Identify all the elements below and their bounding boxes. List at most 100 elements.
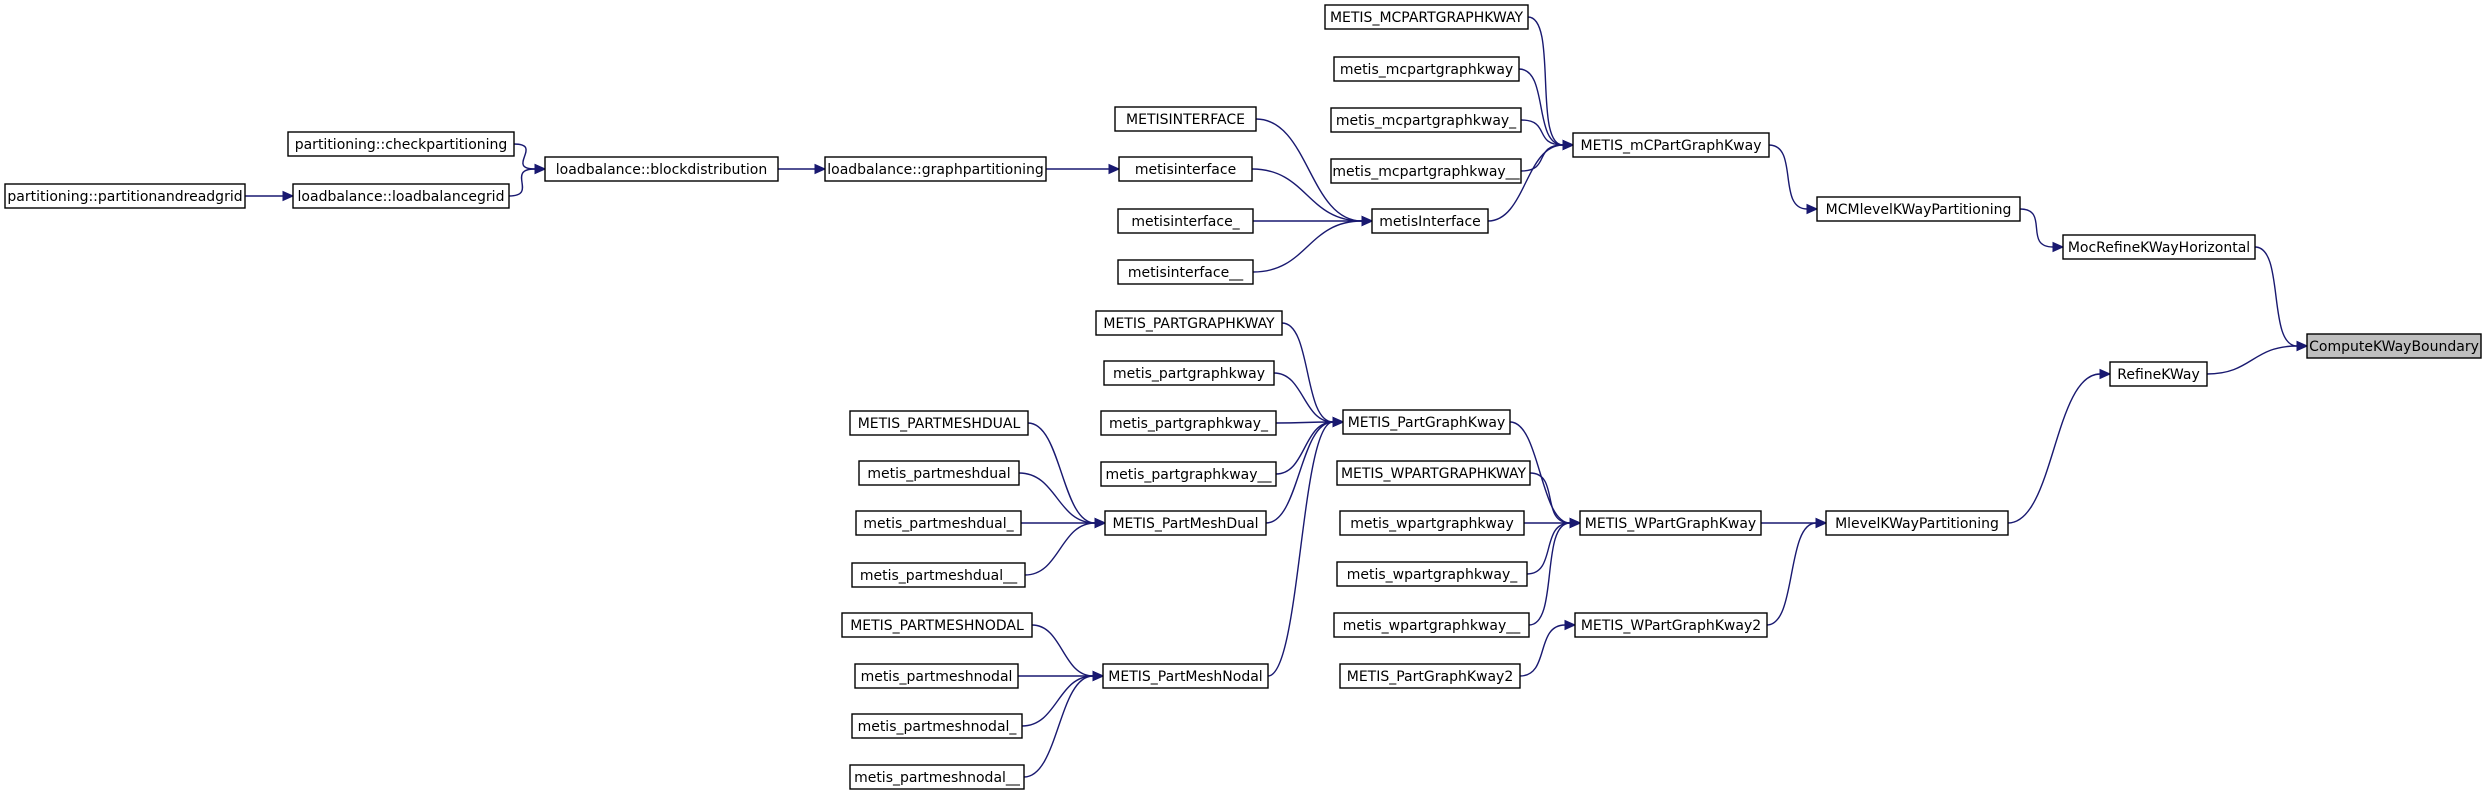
node-metis-mcpartgraphkway[interactable]: METIS_MCPARTGRAPHKWAY bbox=[1324, 4, 1529, 30]
node-box bbox=[1579, 510, 1762, 536]
node-box bbox=[1103, 360, 1275, 386]
node-label: metisinterface__ bbox=[1128, 265, 1244, 281]
node-metisinterface[interactable]: metisInterface bbox=[1371, 208, 1489, 234]
node-label: METIS_PartGraphKway bbox=[1348, 415, 1506, 431]
node-mlevelkwaypartitioning[interactable]: MlevelKWayPartitioning bbox=[1825, 510, 2009, 536]
node-metis-wpartgraphkway2[interactable]: METIS_WPartGraphKway2 bbox=[1574, 612, 1768, 638]
edge-line bbox=[2007, 373, 2101, 524]
node-label: ComputeKWayBoundary bbox=[2309, 339, 2479, 355]
node-partitioning-checkpartitioning[interactable]: partitioning::checkpartitioning bbox=[287, 131, 515, 157]
node-metis-wpartgraphkway[interactable]: METIS_WPARTGRAPHKWAY bbox=[1336, 460, 1531, 486]
node-metis-wpartgraphkway[interactable]: METIS_WPartGraphKway bbox=[1579, 510, 1762, 536]
node-box bbox=[1100, 410, 1277, 436]
arrowhead-icon bbox=[2296, 340, 2309, 352]
node-metis-partmeshnodal[interactable]: METIS_PartMeshNodal bbox=[1102, 663, 1269, 689]
node-label: metis_partmeshnodal_ bbox=[858, 719, 1018, 735]
edge-line bbox=[1487, 144, 1564, 222]
edge-line bbox=[2206, 345, 2298, 375]
edge-line bbox=[1023, 675, 1094, 778]
node-metisinterface[interactable]: metisinterface_ bbox=[1117, 208, 1254, 234]
node-box bbox=[849, 764, 1025, 790]
node-label: METIS_PARTGRAPHKWAY bbox=[1103, 316, 1275, 332]
node-metis-wpartgraphkway[interactable]: metis_wpartgraphkway bbox=[1339, 510, 1525, 536]
node-box bbox=[1816, 196, 2021, 222]
edges-layer bbox=[245, 16, 2309, 778]
node-box bbox=[1339, 663, 1521, 689]
node-metis-partgraphkway[interactable]: METIS_PartGraphKway bbox=[1342, 409, 1511, 435]
node-metis-mcpartgraphkway[interactable]: metis_mcpartgraphkway bbox=[1333, 56, 1520, 82]
edge-metis-partmeshdual-to-metis-partmeshdual bbox=[1024, 517, 1107, 576]
node-loadbalance-loadbalancegrid[interactable]: loadbalance::loadbalancegrid bbox=[292, 183, 510, 209]
edge-metis-partgraphkway2-to-metis-wpartgraphkway2 bbox=[1519, 619, 1577, 677]
node-loadbalance-graphpartitioning[interactable]: loadbalance::graphpartitioning bbox=[824, 156, 1047, 182]
node-metis-partgraphkway[interactable]: metis_partgraphkway__ bbox=[1100, 461, 1277, 487]
arrowhead-icon bbox=[1815, 517, 1828, 529]
node-metis-partgraphkway[interactable]: metis_partgraphkway_ bbox=[1100, 410, 1277, 436]
node-metis-partmeshdual[interactable]: metis_partmeshdual_ bbox=[855, 510, 1022, 536]
node-label: metis_partgraphkway__ bbox=[1105, 467, 1272, 483]
edge-line bbox=[1251, 168, 1363, 222]
node-partitioning-partitionandreadgrid[interactable]: partitioning::partitionandreadgrid bbox=[4, 183, 246, 209]
node-label: metisInterface bbox=[1379, 214, 1481, 230]
edge-metis-partmeshdual-to-metis-partmeshdual bbox=[1027, 422, 1107, 529]
edge-line bbox=[1518, 68, 1564, 146]
node-label: MCMlevelKWayPartitioning bbox=[1826, 202, 2012, 218]
node-metis-partmeshnodal[interactable]: METIS_PARTMESHNODAL bbox=[841, 612, 1033, 638]
node-box bbox=[1342, 409, 1511, 435]
edge-metis-partmeshnodal-to-metis-partmeshnodal bbox=[1031, 624, 1105, 682]
node-metisinterface[interactable]: metisinterface bbox=[1118, 156, 1253, 182]
node-metis-wpartgraphkway[interactable]: metis_wpartgraphkway__ bbox=[1333, 612, 1530, 638]
node-label: loadbalance::graphpartitioning bbox=[827, 162, 1044, 178]
node-metis-partmeshnodal[interactable]: metis_partmeshnodal_ bbox=[851, 713, 1023, 739]
arrowhead-icon bbox=[1332, 416, 1345, 428]
edge-line bbox=[1275, 421, 1334, 424]
node-metis-partmeshdual[interactable]: METIS_PartMeshDual bbox=[1104, 510, 1267, 536]
node-metis-partgraphkway2[interactable]: METIS_PartGraphKway2 bbox=[1339, 663, 1521, 689]
node-label: partitioning::checkpartitioning bbox=[295, 137, 508, 153]
edge-metisinterface-to-metis-mcpartgraphkway bbox=[1487, 139, 1575, 222]
node-label: MlevelKWayPartitioning bbox=[1835, 516, 1999, 532]
node-loadbalance-blockdistribution[interactable]: loadbalance::blockdistribution bbox=[544, 156, 779, 182]
node-metisinterface[interactable]: metisinterface__ bbox=[1117, 259, 1254, 285]
node-label: METIS_WPartGraphKway2 bbox=[1581, 618, 1761, 634]
node-label: METIS_PARTMESHNODAL bbox=[850, 618, 1024, 634]
node-metis-partmeshdual[interactable]: METIS_PARTMESHDUAL bbox=[849, 410, 1029, 436]
node-mcmlevelkwaypartitioning[interactable]: MCMlevelKWayPartitioning bbox=[1816, 196, 2021, 222]
node-box bbox=[1330, 107, 1522, 133]
node-metis-mcpartgraphkway[interactable]: metis_mcpartgraphkway__ bbox=[1330, 158, 1522, 184]
node-label: METIS_PARTMESHDUAL bbox=[858, 416, 1021, 432]
node-box bbox=[292, 183, 510, 209]
node-box bbox=[1574, 612, 1768, 638]
node-label: METIS_WPARTGRAPHKWAY bbox=[1341, 466, 1527, 482]
node-metis-partgraphkway[interactable]: METIS_PARTGRAPHKWAY bbox=[1095, 310, 1283, 336]
edge-line bbox=[2254, 246, 2298, 347]
edge-loadbalance-blockdistribution-to-loadbalance-graphpartitioning bbox=[777, 163, 827, 175]
node-metis-mcpartgraphkway[interactable]: metis_mcpartgraphkway_ bbox=[1330, 107, 1522, 133]
edge-metis-partmeshnodal-to-metis-partgraphkway bbox=[1267, 416, 1345, 677]
node-label: metis_partmeshnodal__ bbox=[854, 770, 1021, 786]
edge-line bbox=[2019, 208, 2054, 248]
arrowhead-icon bbox=[1094, 517, 1107, 529]
node-refinekway[interactable]: RefineKWay bbox=[2109, 361, 2208, 387]
node-metis-partmeshnodal[interactable]: metis_partmeshnodal bbox=[854, 663, 1019, 689]
node-computekwayboundary[interactable]: ComputeKWayBoundary bbox=[2306, 333, 2482, 359]
edge-line bbox=[1265, 421, 1334, 524]
node-mocrefinekwayhorizontal[interactable]: MocRefineKWayHorizontal bbox=[2062, 234, 2256, 260]
node-label: metis_wpartgraphkway_ bbox=[1347, 567, 1518, 583]
node-metis-partmeshdual[interactable]: metis_partmeshdual__ bbox=[851, 562, 1026, 588]
edge-line bbox=[1273, 372, 1334, 423]
node-box bbox=[2062, 234, 2256, 260]
node-metis-partmeshnodal[interactable]: metis_partmeshnodal__ bbox=[849, 764, 1025, 790]
arrowhead-icon bbox=[1564, 619, 1577, 631]
node-metis-partmeshdual[interactable]: metis_partmeshdual bbox=[858, 460, 1020, 486]
node-box bbox=[851, 562, 1026, 588]
node-metis-partgraphkway[interactable]: metis_partgraphkway bbox=[1103, 360, 1275, 386]
node-box bbox=[1118, 156, 1253, 182]
node-metis-mcpartgraphkway[interactable]: METIS_mCPartGraphKway bbox=[1572, 132, 1770, 158]
arrowhead-icon bbox=[1562, 139, 1575, 151]
edge-line bbox=[513, 143, 536, 170]
edge-line bbox=[1526, 522, 1571, 575]
node-metisinterface[interactable]: METISINTERFACE bbox=[1114, 106, 1257, 132]
node-metis-wpartgraphkway[interactable]: metis_wpartgraphkway_ bbox=[1336, 561, 1528, 587]
edge-metis-mcpartgraphkway-to-mcmlevelkwaypartitioning bbox=[1768, 144, 1819, 215]
